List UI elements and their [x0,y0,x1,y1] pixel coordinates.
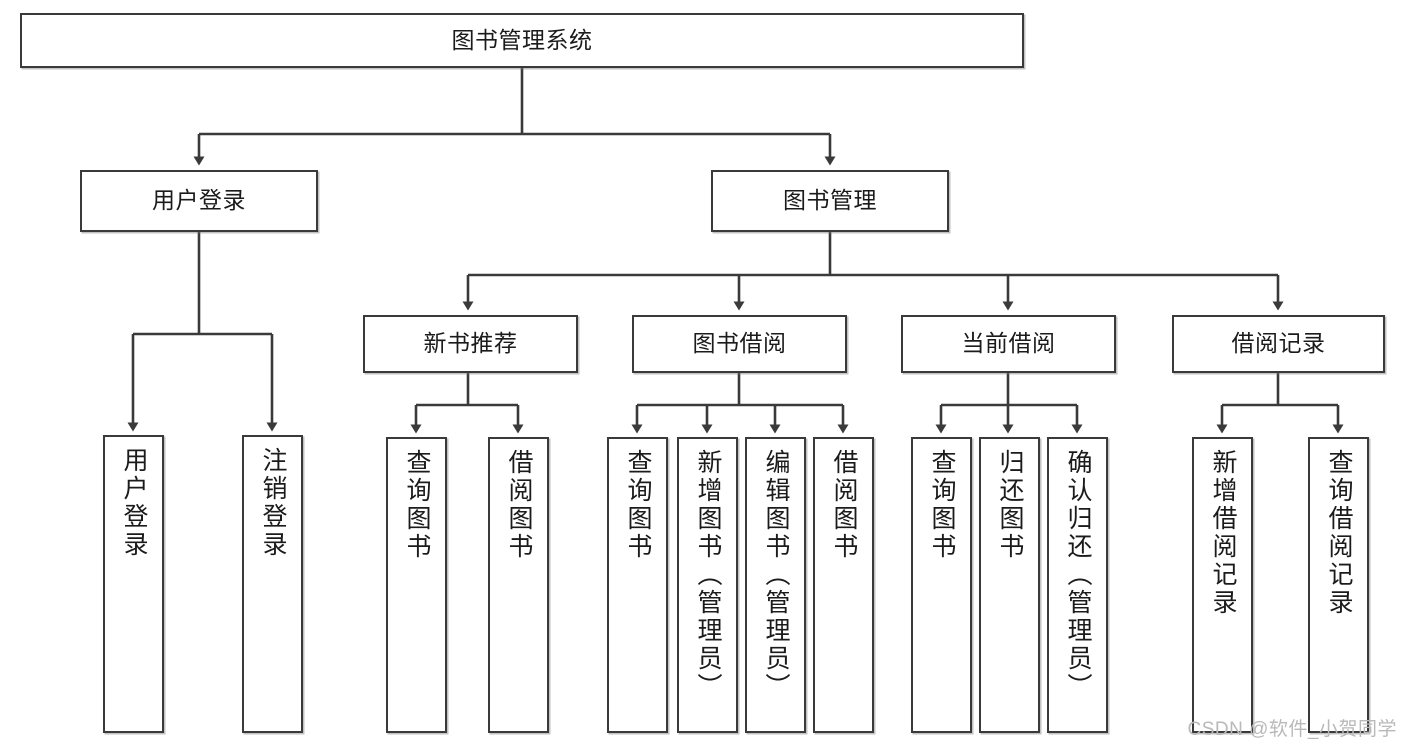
csdn-watermark: CSDN @软件_小贺同学 [1187,719,1397,740]
node-book-manage[interactable]: 图书管理 [711,170,949,232]
node-label: 归还图书 [996,449,1024,561]
node-label: 查询图书 [403,449,431,561]
node-label: 新书推荐 [423,330,518,357]
leaf-add-record[interactable]: 新增借阅记录 [1192,437,1253,733]
node-label: 用户登录 [152,187,246,214]
node-label: 编辑图书（管理员） [762,449,790,701]
node-label: 注销登录 [259,447,287,559]
leaf-confirm-return[interactable]: 确认归还（管理员） [1047,437,1108,733]
node-current-borrow[interactable]: 当前借阅 [901,315,1116,373]
leaf-return-book[interactable]: 归还图书 [979,437,1040,733]
leaf-edit-book[interactable]: 编辑图书（管理员） [745,437,806,733]
leaf-borrow-book-2[interactable]: 借阅图书 [813,437,874,733]
node-book-management-system[interactable]: 图书管理系统 [20,13,1024,68]
leaf-add-book[interactable]: 新增图书（管理员） [677,437,738,733]
leaf-borrow-book-1[interactable]: 借阅图书 [488,437,549,733]
node-label: 新增图书（管理员） [694,449,722,701]
node-label: 确认归还（管理员） [1064,449,1092,701]
node-label: 借阅图书 [830,449,858,561]
node-new-book-recommend[interactable]: 新书推荐 [363,315,578,373]
leaf-query-record[interactable]: 查询借阅记录 [1308,437,1369,733]
leaf-logout-login[interactable]: 注销登录 [242,435,303,733]
node-label: 查询借阅记录 [1325,449,1353,617]
node-label: 新增借阅记录 [1209,449,1237,617]
leaf-query-book-3[interactable]: 查询图书 [911,437,972,733]
leaf-query-book-2[interactable]: 查询图书 [607,437,668,733]
node-label: 图书管理 [783,187,877,214]
node-label: 借阅图书 [505,449,533,561]
node-borrow-record[interactable]: 借阅记录 [1172,315,1385,373]
node-label: 借阅记录 [1231,330,1326,357]
leaf-user-login[interactable]: 用户登录 [103,435,164,733]
node-label: 用户登录 [120,447,148,559]
node-label: 图书管理系统 [451,26,593,53]
node-book-borrow[interactable]: 图书借阅 [632,315,847,373]
node-label: 查询图书 [928,449,956,561]
node-label: 当前借阅 [961,330,1056,357]
node-user-login[interactable]: 用户登录 [80,170,318,232]
node-label: 图书借阅 [692,330,787,357]
leaf-query-book-1[interactable]: 查询图书 [386,437,447,733]
node-label: 查询图书 [624,449,652,561]
